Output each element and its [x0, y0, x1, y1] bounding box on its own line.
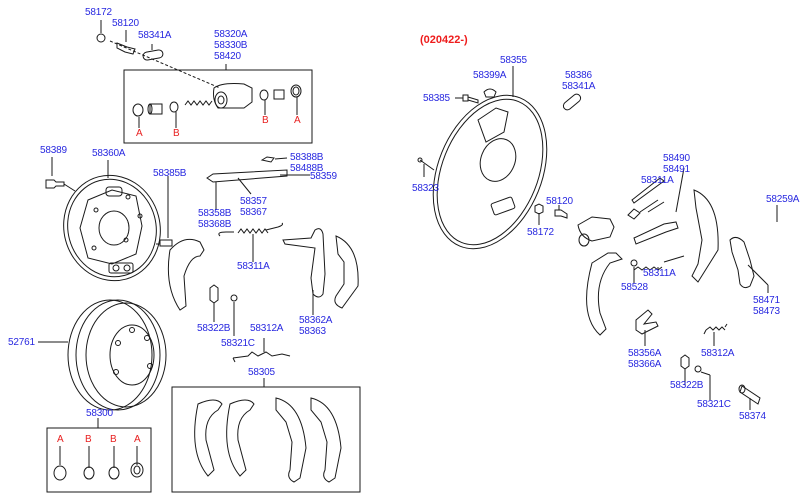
part-label-58172-left[interactable]: 58172 [85, 7, 112, 18]
part-number: 58366A [628, 359, 662, 370]
part-number: 58358B [198, 208, 232, 219]
ref-letter-a: A [134, 434, 141, 445]
part-number: 58367 [240, 207, 267, 218]
ref-letter-b: B [173, 128, 180, 139]
part-label-58300[interactable]: 58300 [86, 408, 113, 419]
shoe-kit-box [172, 378, 360, 492]
part-number: 58386 [565, 70, 592, 81]
part-label-58341a-left[interactable]: 58341A [138, 30, 172, 41]
part-label-58385b[interactable]: 58385B [153, 168, 187, 179]
hold-parts-right [636, 310, 760, 410]
part-number: 58471 [753, 295, 780, 306]
ref-letter-a: A [57, 434, 64, 445]
bleeder-group-right [535, 204, 614, 246]
part-number: 58368B [198, 219, 232, 230]
part-number: 58357 [240, 196, 267, 207]
plug-and-bolt-right [418, 89, 582, 177]
part-number: 58356A [628, 348, 662, 359]
part-label-58311a-left[interactable]: 58311A [237, 261, 270, 272]
wheel-cylinder-kit-box [124, 64, 312, 143]
part-label-58120-right[interactable]: 58120 [546, 196, 573, 207]
backing-plate-left [46, 157, 172, 292]
part-label-58321c-left[interactable]: 58321C [221, 338, 255, 349]
part-label-58359[interactable]: 58359 [310, 171, 337, 182]
part-number: 58488B [290, 163, 324, 174]
part-number: 58388B [290, 152, 324, 163]
ref-letter-a: A [294, 115, 301, 126]
part-label-58311a-right-lower[interactable]: 58311A [643, 268, 676, 279]
part-number: 58341A [562, 81, 596, 92]
part-label-58305[interactable]: 58305 [248, 367, 275, 378]
part-label-58374[interactable]: 58374 [739, 411, 766, 422]
adjuster-left [207, 157, 310, 262]
part-label-58312a-left[interactable]: 58312A [250, 323, 284, 334]
part-label-adjuster-right[interactable]: 58490 58491 [663, 153, 690, 175]
parking-lever-left [283, 229, 325, 315]
brake-shoes-right [587, 190, 777, 335]
part-label-adjuster-lever-left[interactable]: 58388B 58488B [290, 152, 323, 174]
hold-parts-left [210, 285, 290, 362]
part-label-58389[interactable]: 58389 [40, 145, 67, 156]
part-number: 58473 [753, 306, 780, 317]
backing-plate-right [412, 66, 568, 266]
part-label-58322b-right[interactable]: 58322B [670, 380, 704, 391]
part-number: 58490 [663, 153, 690, 164]
part-number: 58362A [299, 315, 333, 326]
ref-letter-a: A [136, 128, 143, 139]
part-label-adjuster-end-left[interactable]: 58358B 58368B [198, 208, 231, 230]
part-number: 58420 [214, 51, 241, 62]
part-label-58528[interactable]: 58528 [621, 282, 648, 293]
part-label-58321c-right[interactable]: 58321C [697, 399, 731, 410]
bleeder-group-left [97, 20, 220, 88]
wheel-cylinder-parts-left [133, 84, 301, 129]
part-label-parking-lever-left[interactable]: 58362A 58363 [299, 315, 332, 337]
part-label-58322b-left[interactable]: 58322B [197, 323, 231, 334]
version-note: (020422-) [420, 34, 468, 46]
pin-left [156, 176, 172, 246]
part-label-58259a[interactable]: 58259A [766, 194, 800, 205]
part-label-58120-left[interactable]: 58120 [112, 18, 139, 29]
part-label-58360a[interactable]: 58360A [92, 148, 126, 159]
ref-letter-b: B [110, 434, 117, 445]
parking-lever-right [730, 237, 768, 293]
part-number: 58363 [299, 326, 326, 337]
ref-letter-b: B [85, 434, 92, 445]
part-label-seal-right[interactable]: 58386 58341A [562, 70, 595, 92]
part-label-58399a[interactable]: 58399A [473, 70, 507, 81]
part-label-58323[interactable]: 58323 [412, 183, 439, 194]
part-label-52761[interactable]: 52761 [8, 337, 35, 348]
part-label-58312a-right[interactable]: 58312A [701, 348, 735, 359]
part-label-wheel-cylinder-left[interactable]: 58320A 58330B 58420 [214, 29, 247, 62]
part-label-58385[interactable]: 58385 [423, 93, 450, 104]
brake-drum [38, 300, 166, 410]
part-label-58311a-right-upper[interactable]: 58311A [641, 175, 674, 186]
part-number: 58320A [214, 29, 248, 40]
part-label-parking-lever-right[interactable]: 58471 58473 [753, 295, 780, 317]
part-label-strut-right[interactable]: 58356A 58366A [628, 348, 661, 370]
part-label-adjuster-nut-left[interactable]: 58357 58367 [240, 196, 267, 218]
part-number: 58491 [663, 164, 690, 175]
part-number: 58330B [214, 40, 248, 51]
adjuster-right [628, 168, 684, 283]
brake-shoe-upper-left [168, 236, 358, 310]
part-label-58355[interactable]: 58355 [500, 55, 527, 66]
seal-kit-box [47, 418, 151, 492]
part-label-58172-right[interactable]: 58172 [527, 227, 554, 238]
ref-letter-b: B [262, 115, 269, 126]
